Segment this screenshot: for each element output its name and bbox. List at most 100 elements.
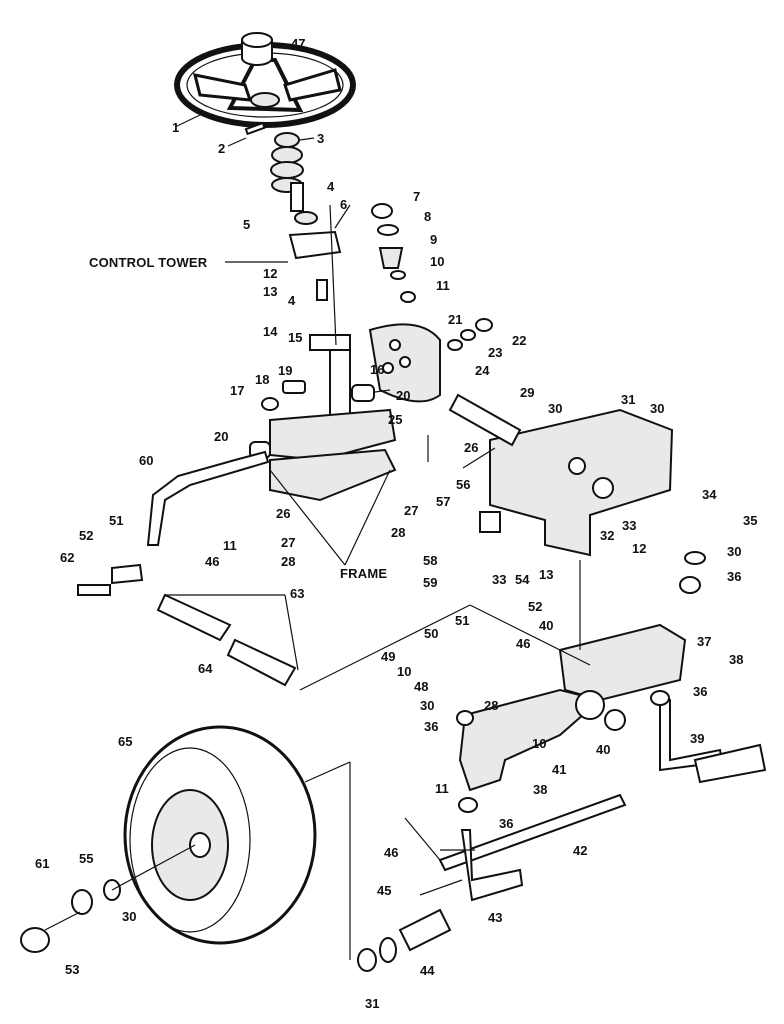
callout-1: 1 (172, 120, 180, 135)
callout-23: 23 (488, 345, 503, 360)
callout-55: 55 (79, 851, 94, 866)
nut-11 (400, 291, 416, 303)
frame-rail (269, 448, 397, 502)
nut-17 (261, 397, 279, 411)
gear-9 (378, 247, 404, 269)
callout-65: 65 (118, 734, 133, 749)
steering-bellows (270, 132, 304, 193)
callout-41: 41 (552, 762, 567, 777)
gearbox-housing (489, 408, 674, 557)
callout-10: 10 (430, 254, 445, 269)
callout-3: 3 (317, 131, 325, 146)
washer-30 (684, 551, 706, 565)
callout-34: 34 (702, 487, 717, 502)
washer-10 (390, 270, 406, 280)
callout-30d: 30 (420, 698, 435, 713)
callout-29: 29 (520, 385, 535, 400)
callout-30: 30 (548, 401, 563, 416)
callout-20: 20 (396, 388, 411, 403)
tie-rod-end (111, 563, 144, 585)
callout-8: 8 (424, 209, 432, 224)
callout-51: 51 (109, 513, 124, 528)
front-axle-left (458, 688, 603, 792)
callout-27b: 27 (281, 535, 296, 550)
hub-nut-55 (71, 889, 93, 915)
callout-43: 43 (488, 910, 503, 925)
nut-7 (371, 203, 393, 219)
roll-pin (244, 121, 266, 136)
steering-shaft-lower (316, 279, 328, 301)
callout-22: 22 (512, 333, 527, 348)
callout-42: 42 (573, 843, 588, 858)
callout-47: 47 (291, 36, 306, 51)
callout-50: 50 (424, 626, 439, 641)
callout-9: 9 (430, 232, 438, 247)
callout-16: 16 (370, 362, 385, 377)
callout-59: 59 (423, 575, 438, 590)
washer-31 (357, 948, 377, 972)
callout-28c: 28 (484, 698, 499, 713)
bolt-62 (77, 584, 111, 596)
bushing-36 (650, 690, 670, 706)
callout-35: 35 (743, 513, 758, 528)
tie-tube-2 (226, 638, 297, 687)
front-wheel (123, 725, 317, 945)
callout-54: 54 (515, 572, 530, 587)
callout-13b: 13 (539, 567, 554, 582)
washer-23 (460, 329, 476, 341)
callout-46: 46 (205, 554, 220, 569)
callout-19: 19 (278, 363, 293, 378)
callout-48: 48 (414, 679, 429, 694)
axle-pivot (604, 709, 626, 731)
callout-36c: 36 (424, 719, 439, 734)
callout-46c: 46 (384, 845, 399, 860)
spindle-39-axle (693, 743, 767, 784)
callout-31b: 31 (365, 996, 380, 1011)
callout-40: 40 (539, 618, 554, 633)
callout-25: 25 (388, 412, 403, 427)
callout-58: 58 (423, 553, 438, 568)
spindle-43-axle (398, 908, 452, 952)
callout-62: 62 (60, 550, 75, 565)
callout-64: 64 (198, 661, 213, 676)
steering-cap (241, 32, 273, 66)
callout-7: 7 (413, 189, 421, 204)
control-tower-label: CONTROL TOWER (89, 255, 208, 270)
shaft-29 (448, 393, 522, 447)
callout-53: 53 (65, 962, 80, 977)
bushing-36 (679, 576, 701, 594)
gearbox-bore (568, 457, 586, 475)
callout-63: 63 (290, 586, 305, 601)
callout-6: 6 (340, 197, 348, 212)
steering-shaft-upper (290, 182, 304, 212)
callout-32: 32 (600, 528, 615, 543)
callout-49: 49 (381, 649, 396, 664)
hub-cap (20, 927, 50, 953)
callout-57: 57 (436, 494, 451, 509)
callout-11c: 11 (435, 781, 449, 796)
sector-hole (389, 339, 401, 351)
callout-31: 31 (621, 392, 636, 407)
callout-12b: 12 (632, 541, 647, 556)
leader-lines (44, 43, 591, 960)
front-axle-right (558, 623, 687, 702)
spring-18 (282, 380, 306, 394)
callout-30c: 30 (727, 544, 742, 559)
washer-8 (377, 224, 399, 236)
callout-21: 21 (448, 312, 463, 327)
callout-13: 13 (263, 284, 278, 299)
callout-12: 12 (263, 266, 278, 281)
callout-26b: 26 (276, 506, 291, 521)
callout-33: 33 (622, 518, 637, 533)
callout-5: 5 (243, 217, 251, 232)
tie-rod-42 (438, 793, 627, 872)
callout-10b: 10 (397, 664, 412, 679)
callout-26: 26 (464, 440, 479, 455)
callout-2: 2 (218, 141, 226, 156)
callout-44: 44 (420, 963, 435, 978)
callout-60: 60 (139, 453, 154, 468)
callout-27: 27 (404, 503, 419, 518)
callout-61: 61 (35, 856, 50, 871)
callout-28: 28 (391, 525, 406, 540)
